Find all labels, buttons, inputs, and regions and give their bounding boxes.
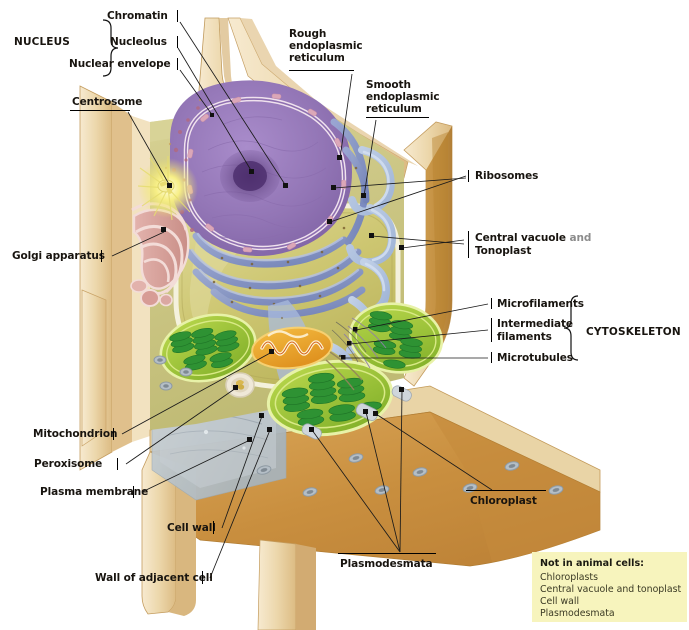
cell-wall-left-inner [112, 102, 132, 452]
underline-rough-er [289, 70, 354, 71]
cell-wall-right-slab-side [416, 126, 452, 354]
legend-item-cell-wall: Cell wall [540, 596, 580, 607]
label-centrosome: Centrosome [72, 96, 143, 108]
legend-item-central-vacuole: Central vacuole and tonoplast [540, 584, 682, 595]
cell-wall-leg-mid [257, 539, 297, 630]
label-microtubules: Microtubules [497, 352, 573, 364]
underline-centrosome [70, 110, 130, 111]
label-mitochondrion: Mitochondrion [33, 428, 118, 440]
legend-title: Not in animal cells: [540, 558, 645, 569]
smooth-er-highlights [362, 150, 392, 292]
underline-smooth-er [366, 117, 429, 118]
underline-chloroplast [466, 490, 546, 491]
cell-wall-leg-left-side [168, 462, 196, 616]
microfilaments [331, 321, 367, 363]
cytoskeleton-brace [563, 295, 579, 361]
legend-item-plasmodesmata: Plasmodesmata [540, 608, 615, 619]
label-peroxisome: Peroxisome [34, 458, 103, 470]
plasmodesmata-pores [153, 355, 564, 497]
group-label-cytoskeleton: CYTOSKELETON [586, 326, 681, 338]
label-wall-adjacent-cell: Wall of adjacent cell [95, 572, 213, 584]
label-intermediate-filaments-line2: filaments [497, 331, 552, 343]
cell-wall-leg-mid-side [296, 544, 316, 630]
legend-item-chloroplasts: Chloroplasts [540, 572, 598, 583]
cell-wall-left-flange [81, 289, 107, 447]
label-golgi-apparatus: Golgi apparatus [12, 250, 105, 262]
chloroplast-right [348, 302, 444, 374]
tick-nuclear-envelope [177, 58, 178, 70]
label-chloroplast: Chloroplast [470, 495, 537, 507]
tick-plasma-membrane [133, 486, 134, 498]
chloroplast-left [159, 313, 257, 383]
tick-wall-adjacent-cell [202, 571, 203, 584]
nucleus-brace [102, 19, 119, 77]
tick-nucleolus [177, 36, 178, 48]
label-plasmodesmata: Plasmodesmata [340, 558, 433, 570]
label-tonoplast: Tonoplast [475, 245, 532, 257]
tick-cell-wall [213, 521, 214, 534]
leader-lines [111, 21, 493, 579]
chloroplast-center [266, 359, 394, 437]
label-nuclear-envelope: Nuclear envelope [69, 58, 171, 70]
tick-golgi [101, 250, 102, 262]
label-rough-er: Rough endoplasmic reticulum [289, 28, 363, 65]
microtubules [325, 351, 363, 391]
tick-central-vacuole [468, 231, 469, 258]
label-intermediate-filaments-line1: Intermediate [497, 318, 573, 330]
tick-intermediate-filaments [491, 318, 492, 342]
label-plasma-membrane: Plasma membrane [40, 486, 149, 498]
label-cell-wall: Cell wall [167, 522, 216, 534]
mitochondrion [251, 326, 333, 370]
legend-not-in-animal-cells: Not in animal cells: Chloroplasts Centra… [532, 552, 687, 622]
tick-ribosomes [468, 170, 469, 182]
tick-chromatin [177, 10, 178, 22]
label-ribosomes: Ribosomes [475, 170, 539, 182]
tick-microtubules [491, 352, 492, 363]
label-central-vacuole: Central vacuole and [475, 232, 592, 244]
cell-wall-leg-left [141, 451, 177, 615]
group-label-nucleus: NUCLEUS [14, 36, 71, 48]
label-smooth-er: Smooth endoplasmic reticulum [366, 79, 440, 116]
tick-mitochondrion [113, 428, 114, 440]
label-chromatin: Chromatin [107, 10, 168, 22]
underline-plasmodesmata [338, 553, 436, 554]
label-microfilaments: Microfilaments [497, 298, 584, 310]
tick-microfilaments [491, 298, 492, 309]
tick-peroxisome [117, 458, 118, 470]
label-nucleolus: Nucleolus [110, 36, 167, 48]
peroxisome [225, 372, 255, 398]
nuclear-envelope-inner [185, 98, 345, 249]
leader-anchor-dots [161, 113, 404, 442]
rough-er-highlights [190, 232, 360, 300]
